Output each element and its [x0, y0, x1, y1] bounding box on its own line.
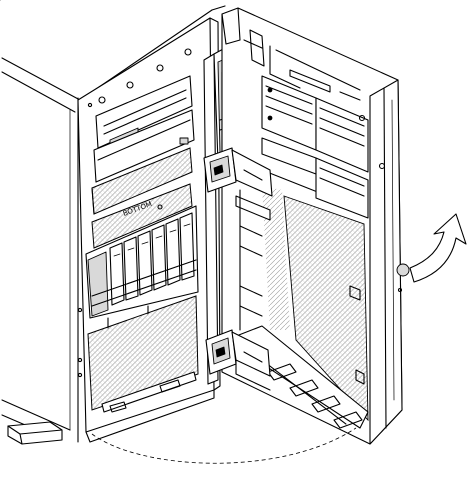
chassis-side-panel	[2, 58, 80, 442]
chassis-foot	[8, 422, 62, 444]
door-swing-arc	[92, 428, 356, 463]
rotation-arrow-icon	[410, 214, 466, 282]
bezel-door	[222, 8, 409, 444]
door-latch-button[interactable]	[397, 264, 409, 276]
